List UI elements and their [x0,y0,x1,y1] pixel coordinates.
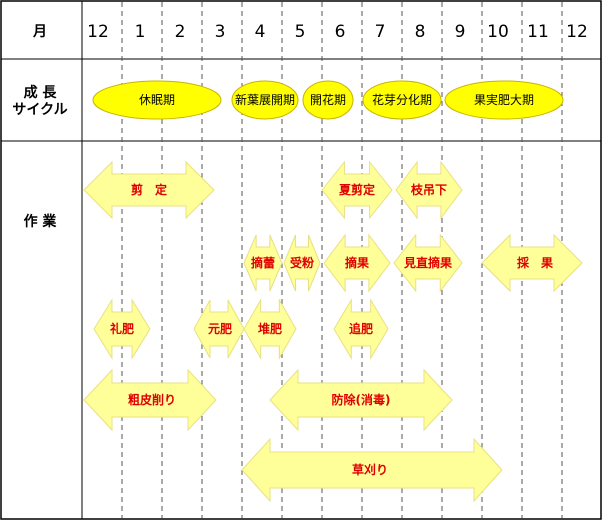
month-header: 11 [527,22,549,42]
task-label: 堆肥 [258,321,282,336]
phase-ellipse [444,80,564,120]
task-label: 防除(消毒) [332,392,391,407]
task-arrow [93,298,151,360]
task-fruit-thinning: 摘果 [323,233,391,293]
month-header: 6 [335,22,346,42]
task-label: 元肥 [208,321,232,336]
task-label: 夏剪定 [339,182,375,197]
phase-flowering: 開花期 [302,80,354,120]
month-header: 4 [255,22,266,42]
phase-ellipse [231,80,299,120]
phase-label: 果実肥大期 [474,92,534,107]
task-arrow [241,437,503,503]
task-arrow [321,160,393,220]
task-compost: 堆肥 [243,298,297,360]
phase-label: 開花期 [310,92,346,107]
cycle-row-label-line1: 成 長 [24,84,58,101]
phase-ellipse [302,80,354,120]
task-arrow [333,298,389,360]
month-header: 9 [455,22,466,42]
month-header: 3 [215,22,226,42]
task-arrow [481,233,583,293]
month-row-label: 月 [32,24,47,40]
month-header: 1 [135,22,146,42]
task-arrow [243,298,297,360]
month-header: 7 [375,22,386,42]
phase-label: 休眠期 [139,93,175,107]
task-label: 粗皮削り [128,392,176,407]
phase-label: 花芽分化期 [372,92,432,107]
task-harvest: 採 果 [481,233,583,293]
task-label: 採 果 [517,255,553,270]
task-pollination: 受粉 [283,234,321,292]
task-label: 剪 定 [131,182,167,197]
task-label: 受粉 [290,255,314,270]
task-pest-control: 防除(消毒) [269,368,453,432]
task-arrow [323,233,391,293]
task-arrow [83,160,215,220]
task-label: 見直摘果 [403,255,452,270]
phase-ellipse [362,80,442,120]
task-arrow [243,234,283,292]
task-bud-thinning: 摘蕾 [243,234,283,292]
task-pruning: 剪 定 [83,160,215,220]
task-thanks-fertilizer: 礼肥 [93,298,151,360]
task-label: 枝吊下 [410,182,447,197]
phase-ellipse [92,80,222,120]
work-row-label: 作 業 [24,213,58,230]
month-header: 2 [175,22,186,42]
phase-fruit-growth: 果実肥大期 [444,80,564,120]
month-headers: 12 1 2 3 4 5 6 7 8 9 10 11 12 [87,22,588,42]
phase-leafing: 新葉展開期 [231,80,299,120]
task-arrow [393,233,463,293]
task-label: 草刈り [352,462,388,477]
task-label: 摘蕾 [251,255,275,270]
growth-phases: 休眠期 新葉展開期 開花期 花芽分化期 果実肥大期 [92,80,564,120]
month-header: 12 [87,22,109,42]
task-weeding: 草刈り [241,437,503,503]
task-arrow [83,368,217,432]
task-arrow [283,234,321,292]
task-label: 摘果 [345,255,369,270]
month-header: 5 [295,22,306,42]
task-branch-hanging: 枝吊下 [395,160,463,220]
month-header: 10 [487,22,509,42]
task-arrow [269,368,453,432]
task-arrow [395,160,463,220]
task-bark-scraping: 粗皮削り [83,368,217,432]
work-tasks: 剪 定 夏剪定 枝吊下 摘蕾 受粉 摘果 見直摘果 採 果 [83,160,583,503]
task-summer-pruning: 夏剪定 [321,160,393,220]
task-base-fertilizer: 元肥 [193,299,245,359]
task-top-dressing: 追肥 [333,298,389,360]
task-label: 礼肥 [110,321,134,336]
phase-label: 新葉展開期 [235,92,295,107]
phase-dormancy: 休眠期 [92,80,222,120]
month-header: 12 [566,22,588,42]
phase-budding: 花芽分化期 [362,80,442,120]
task-review-thinning: 見直摘果 [393,233,463,293]
task-label: 追肥 [349,321,373,336]
month-header: 8 [415,22,426,42]
cycle-row-label-line2: サイクル [12,102,67,118]
